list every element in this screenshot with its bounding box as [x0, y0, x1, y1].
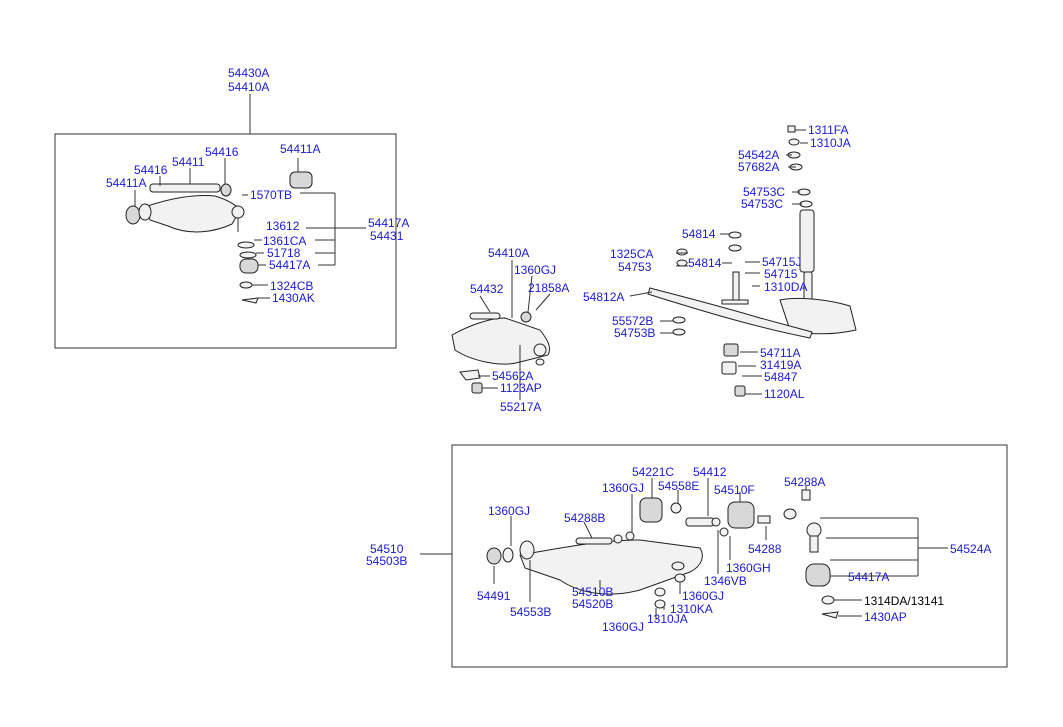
label-54753B[interactable]: 54753B	[614, 326, 655, 340]
label-54431[interactable]: 54431	[370, 229, 404, 243]
label-54288A[interactable]: 54288A	[784, 475, 825, 489]
label-54288B[interactable]: 54288B	[564, 511, 605, 525]
label-1430AP[interactable]: 1430AP	[864, 610, 907, 624]
label-54542A[interactable]: 54542A	[738, 148, 779, 162]
label-54411A-left[interactable]: 54411A	[106, 176, 146, 190]
label-1311FA[interactable]: 1311FA	[808, 123, 848, 137]
label-1310DA[interactable]: 1310DA	[764, 280, 807, 294]
label-54753[interactable]: 54753	[618, 260, 652, 274]
label-54553B[interactable]: 54553B	[510, 605, 551, 619]
lower-control-arm-drawing	[486, 489, 839, 619]
label-54510[interactable]: 54510	[370, 542, 404, 556]
label-54715[interactable]: 54715	[764, 267, 798, 281]
label-54715J[interactable]: 54715J	[762, 255, 801, 269]
label-1360GJ-b3[interactable]: 1360GJ	[682, 589, 724, 603]
label-54430A[interactable]: 54430A	[228, 66, 269, 80]
label-1360GJ-mid[interactable]: 1360GJ	[514, 263, 556, 277]
label-1310KA[interactable]: 1310KA	[670, 602, 713, 616]
lower-arm-group-box	[451, 444, 1008, 668]
label-1430AK[interactable]: 1430AK	[272, 291, 315, 305]
label-54524A[interactable]: 54524A	[950, 542, 991, 556]
label-54411[interactable]: 54411	[172, 155, 205, 169]
label-54753C-b[interactable]: 54753C	[741, 197, 783, 211]
stabilizer-shock-drawing	[647, 125, 857, 397]
label-1570TB[interactable]: 1570TB	[250, 188, 292, 202]
label-54412[interactable]: 54412	[693, 465, 727, 479]
label-1346VB[interactable]: 1346VB	[704, 574, 747, 588]
label-1123AP[interactable]: 1123AP	[500, 381, 542, 395]
upper-arm-group-box	[54, 133, 397, 349]
label-54847[interactable]: 54847	[764, 370, 798, 384]
label-54491[interactable]: 54491	[477, 589, 511, 603]
upper-left-leaders	[134, 158, 366, 299]
label-1314DA-13141[interactable]: 1314DA/13141	[864, 594, 944, 608]
label-54432[interactable]: 54432	[470, 282, 504, 296]
label-54814-b[interactable]: 54814	[688, 256, 722, 270]
label-1361CA[interactable]: 1361CA	[263, 234, 306, 248]
right-leaders	[629, 129, 808, 395]
label-57682A[interactable]: 57682A	[738, 160, 779, 174]
label-21858A[interactable]: 21858A	[528, 281, 569, 295]
label-54812A[interactable]: 54812A	[583, 290, 624, 304]
middle-arm-drawing	[451, 311, 551, 394]
label-1310JA-bottom[interactable]: 1310JA	[647, 612, 688, 626]
label-1324CB[interactable]: 1324CB	[270, 279, 313, 293]
label-1360GH[interactable]: 1360GH	[726, 561, 771, 575]
label-54417A-bottom[interactable]: 54417A	[848, 570, 889, 584]
label-54520B[interactable]: 54520B	[572, 597, 613, 611]
label-54416-b[interactable]: 54416	[134, 163, 168, 177]
label-54416-a[interactable]: 54416	[205, 145, 239, 159]
label-54510B[interactable]: 54510B	[572, 585, 613, 599]
label-54288[interactable]: 54288	[748, 542, 782, 556]
label-54503B[interactable]: 54503B	[366, 554, 407, 568]
label-54562A[interactable]: 54562A	[492, 369, 533, 383]
label-31419A[interactable]: 31419A	[760, 358, 801, 372]
label-54417A-side[interactable]: 54417A	[368, 216, 409, 230]
label-54417A-box[interactable]: 54417A	[269, 258, 310, 272]
label-54711A[interactable]: 54711A	[760, 346, 800, 360]
lower-leaders	[493, 478, 948, 620]
label-1360GJ-b2[interactable]: 1360GJ	[488, 504, 530, 518]
middle-leaders	[478, 260, 551, 400]
label-54510F[interactable]: 54510F	[714, 483, 755, 497]
label-1360GJ-b4[interactable]: 1360GJ	[602, 620, 644, 634]
label-54558E[interactable]: 54558E	[658, 479, 699, 493]
label-54814-a[interactable]: 54814	[682, 227, 716, 241]
label-54753C-a[interactable]: 54753C	[743, 185, 785, 199]
label-1120AL[interactable]: 1120AL	[764, 387, 805, 401]
label-1310JA-top[interactable]: 1310JA	[810, 136, 851, 150]
upper-control-arm-drawing	[125, 171, 313, 304]
label-54410A-mid[interactable]: 54410A	[488, 246, 529, 260]
label-54221C[interactable]: 54221C	[632, 465, 674, 479]
label-54410A-top[interactable]: 54410A	[228, 80, 269, 94]
label-54411A-right[interactable]: 54411A	[280, 142, 320, 156]
label-51718[interactable]: 51718	[267, 246, 301, 260]
label-1325CA[interactable]: 1325CA	[610, 247, 653, 261]
label-55217A[interactable]: 55217A	[500, 400, 541, 414]
label-13612[interactable]: 13612	[266, 219, 300, 233]
label-55572B[interactable]: 55572B	[612, 314, 653, 328]
label-1360GJ-b1[interactable]: 1360GJ	[602, 481, 644, 495]
